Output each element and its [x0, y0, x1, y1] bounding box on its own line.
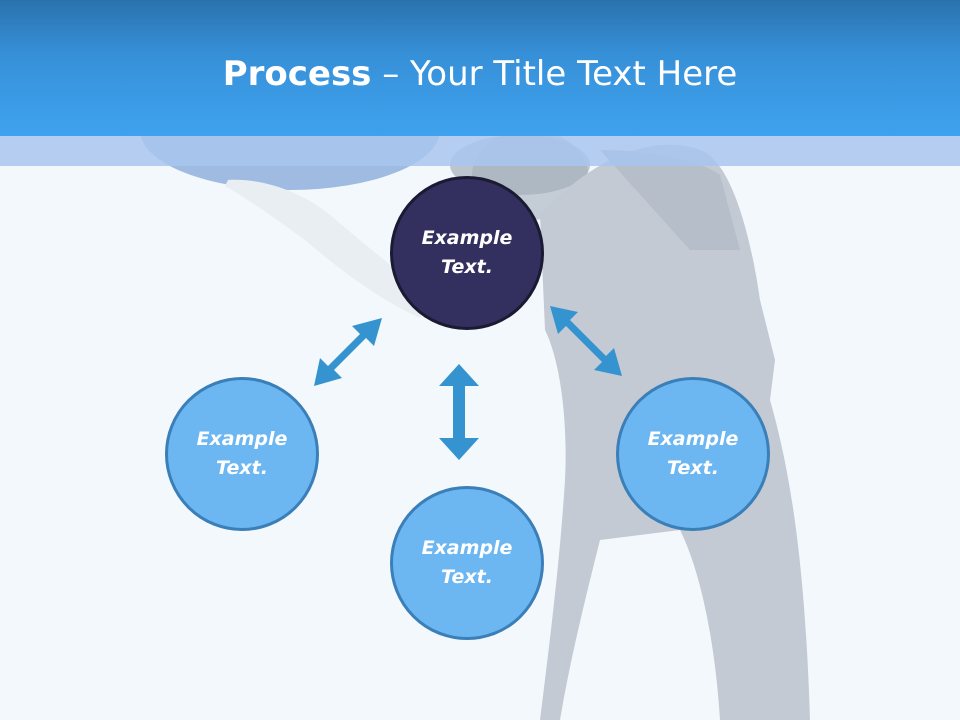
node-right-text: Example Text. [647, 428, 739, 479]
double-headed-arrow-icon [314, 318, 382, 386]
process-node-right: Example Text. [616, 377, 770, 531]
node-bottom-text: Example Text. [421, 537, 513, 588]
slide-title: Process – Your Title Text Here [0, 52, 960, 96]
node-top-text: Example Text. [421, 227, 513, 278]
double-headed-arrow-icon [439, 364, 479, 460]
process-node-bottom: Example Text. [390, 486, 544, 640]
title-bar [0, 0, 960, 136]
photo-arm [225, 179, 430, 318]
title-rest: – Your Title Text Here [371, 54, 738, 94]
process-node-top: Example Text. [390, 176, 544, 330]
title-bold: Process [222, 54, 372, 94]
title-strip [0, 136, 960, 166]
process-node-left: Example Text. [165, 377, 319, 531]
double-headed-arrow-icon [550, 306, 622, 376]
node-left-text: Example Text. [196, 428, 288, 479]
